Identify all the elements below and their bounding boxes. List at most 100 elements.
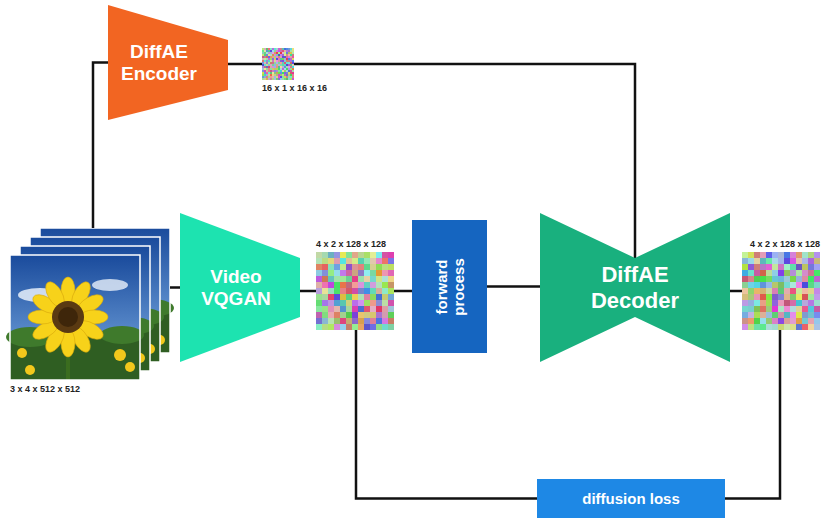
latent-cell [778, 264, 784, 270]
latent-cell [316, 300, 322, 306]
latent-cell [778, 318, 784, 324]
latent-cell [274, 54, 276, 56]
latent-cell [328, 288, 334, 294]
latent-cell [814, 276, 820, 282]
latent-cell [334, 306, 340, 312]
latent-cell [278, 72, 280, 74]
latent-cell [766, 252, 772, 258]
latent-cell [796, 306, 802, 312]
latent-cell [280, 68, 282, 70]
encoder-trapezoid: DiffAE Encoder [108, 5, 228, 120]
latent-cell [268, 68, 270, 70]
latent-cell [376, 276, 382, 282]
latent-cell [276, 64, 278, 66]
decoder-hourglass-fill [540, 213, 730, 362]
latent-cell [796, 318, 802, 324]
latent-cell [292, 72, 294, 74]
latent-cell [276, 54, 278, 56]
latent-cell [290, 72, 292, 74]
latent-cell [286, 74, 288, 76]
latent-cell [760, 258, 766, 264]
latent-cell [772, 264, 778, 270]
latent-cell [784, 258, 790, 264]
latent-cell [796, 288, 802, 294]
latent-cell [334, 288, 340, 294]
latent-cell [340, 288, 346, 294]
latent-cell [290, 64, 292, 66]
latent-cell [760, 306, 766, 312]
latent-cell [808, 300, 814, 306]
latent-cell [352, 258, 358, 264]
latent-cell [292, 66, 294, 68]
latent-cell [754, 306, 760, 312]
latent-cell [278, 76, 280, 78]
latent-cell [784, 276, 790, 282]
latent-cell [766, 318, 772, 324]
latent-cell [790, 300, 796, 306]
latent-cell [748, 258, 754, 264]
latent-cell [282, 68, 284, 70]
latent-cell [288, 62, 290, 64]
latent-cell [328, 270, 334, 276]
latent-cell [340, 258, 346, 264]
latent-cell [276, 70, 278, 72]
latent-cell [388, 252, 394, 258]
latent-cell [796, 324, 802, 330]
latent-cell [760, 264, 766, 270]
latent-cell [382, 288, 388, 294]
latent-cell [766, 282, 772, 288]
latent-cell [382, 318, 388, 324]
latent-cell [290, 52, 292, 54]
latent-cell [334, 324, 340, 330]
latent-cell [264, 70, 266, 72]
latent-cell [334, 270, 340, 276]
latent-cell [292, 60, 294, 62]
latent-cell [278, 48, 280, 50]
latent-cell [288, 70, 290, 72]
latent-cell [358, 270, 364, 276]
latent-cell [274, 78, 276, 80]
latent-cell [364, 258, 370, 264]
latent-cell [282, 50, 284, 52]
latent-cell [264, 66, 266, 68]
latent-cell [262, 66, 264, 68]
latent-cell [272, 68, 274, 70]
latent-cell [284, 52, 286, 54]
latent-cell [268, 54, 270, 56]
latent-cell [358, 312, 364, 318]
latent-cell [266, 54, 268, 56]
latent-cell [290, 70, 292, 72]
latent-cell [268, 74, 270, 76]
latent-cell [274, 68, 276, 70]
latent-cell [288, 78, 290, 80]
latent-cell [340, 282, 346, 288]
latent-cell [814, 258, 820, 264]
latent-cell [790, 312, 796, 318]
latent-cell [376, 294, 382, 300]
latent-cell [282, 64, 284, 66]
latent-cell [278, 74, 280, 76]
latent-cell [802, 270, 808, 276]
latent-cell [358, 258, 364, 264]
latent-cell [778, 312, 784, 318]
latent-cell [742, 306, 748, 312]
latent-cell [266, 62, 268, 64]
latent-cell [382, 252, 388, 258]
latent-cell [288, 72, 290, 74]
latent-cell [262, 60, 264, 62]
latent-cell [272, 76, 274, 78]
latent-cell [346, 318, 352, 324]
node-label: DiffAE Decoder [575, 262, 695, 313]
latent-cell [272, 70, 274, 72]
latent-cell [748, 288, 754, 294]
latent-cell [742, 258, 748, 264]
latent-cell [264, 78, 266, 80]
latent-cell [266, 50, 268, 52]
latent-cell [748, 294, 754, 300]
latent-cell [270, 68, 272, 70]
latent-cell [286, 68, 288, 70]
latent-cell [278, 62, 280, 64]
latent-cell [272, 72, 274, 74]
latent-cell [288, 56, 290, 58]
latent-cell [278, 68, 280, 70]
